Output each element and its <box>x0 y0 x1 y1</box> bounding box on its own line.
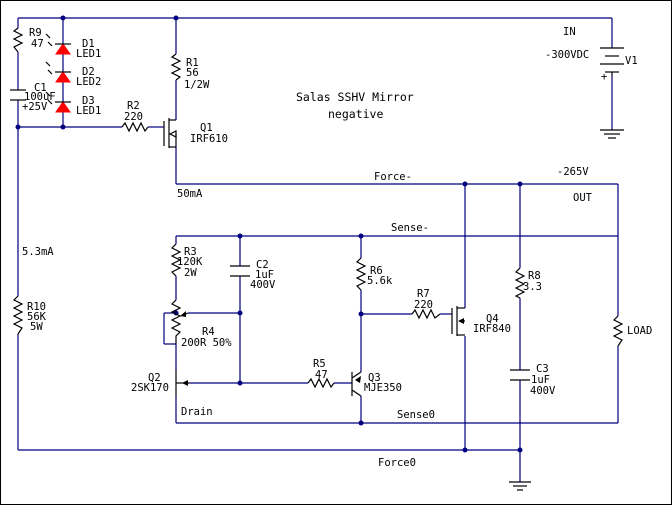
out-label: OUT <box>573 192 593 204</box>
d3-value: LED1 <box>76 105 101 117</box>
r6-ref: R6 <box>370 265 383 277</box>
r4-value: 200R 50% <box>181 337 232 349</box>
c2-value: 1uF <box>255 269 274 281</box>
jfet-q2: Q2 2SK170 <box>131 370 190 396</box>
c1-rating: +25V <box>22 101 48 113</box>
c1-ref: C1 <box>34 82 47 94</box>
r3-ref: R3 <box>184 246 197 258</box>
current-50ma-label: 50mA <box>177 188 203 200</box>
load-resistor: LOAD <box>612 315 652 347</box>
capacitor-c2: C2 1uF 400V <box>230 259 276 291</box>
sense-zero-label: Sense0 <box>397 409 435 421</box>
force-neg-label: Force- <box>374 171 412 183</box>
d1-ref: D1 <box>82 38 95 50</box>
resistor-r6: R6 5.6k <box>355 257 393 291</box>
c2-ref: C2 <box>256 259 269 271</box>
led-d1: D1 LED1 <box>45 33 101 60</box>
title-line2: negative <box>328 107 383 121</box>
q4-value: IRF840 <box>473 323 511 335</box>
q1-value: IRF610 <box>190 133 228 145</box>
ground-symbol-c3 <box>509 481 531 491</box>
r5-value: 47 <box>315 369 328 381</box>
q2-ref: Q2 <box>148 372 161 384</box>
r10-ref: R10 <box>27 301 46 313</box>
resistor-r7: R7 220 <box>411 288 441 320</box>
ground-symbol-v1 <box>600 129 624 139</box>
resistor-r8: R8 3.3 <box>514 267 542 299</box>
r3-value: 120K <box>177 256 203 268</box>
resistor-r3: R3 120K 2W <box>170 243 203 279</box>
q4-ref: Q4 <box>486 313 499 325</box>
r9-ref: R9 <box>29 27 42 39</box>
resistor-r1: R1 56 1/2W <box>170 53 210 91</box>
q3-value: MJE350 <box>364 382 402 394</box>
r8-ref: R8 <box>528 270 541 282</box>
r9-value: 47 <box>31 38 44 50</box>
r3-rating: 2W <box>184 267 197 279</box>
resistor-r5: R5 47 <box>307 358 335 389</box>
resistor-r2: R2 220 <box>121 100 149 133</box>
current-5ma-label: 5.3mA <box>22 246 54 258</box>
voltage-source-v1: + V1 <box>600 47 638 83</box>
in-label: IN <box>563 26 576 38</box>
d1-value: LED1 <box>76 48 101 60</box>
d2-ref: D2 <box>82 66 95 78</box>
r7-ref: R7 <box>417 288 430 300</box>
potentiometer-r4: R4 200R 50% <box>170 299 232 349</box>
v1-ref: V1 <box>625 55 638 67</box>
c3-value: 1uF <box>531 374 550 386</box>
r7-value: 220 <box>414 299 433 311</box>
out-voltage-label: -265V <box>557 166 589 178</box>
drain-label: Drain <box>181 406 213 418</box>
r8-value: 3.3 <box>523 281 542 293</box>
d3-ref: D3 <box>82 95 95 107</box>
r1-ref: R1 <box>186 57 199 69</box>
mosfet-q4: Q4 IRF840 <box>451 306 511 336</box>
q3-ref: Q3 <box>368 372 381 384</box>
sense-neg-label: Sense- <box>391 222 429 234</box>
led-d3: D3 LED1 <box>45 91 101 117</box>
r2-value: 220 <box>124 111 143 123</box>
mosfet-q1: Q1 IRF610 <box>163 118 228 148</box>
r5-ref: R5 <box>313 358 326 370</box>
resistor-r9: R9 47 <box>12 27 44 53</box>
r2-ref: R2 <box>127 100 140 112</box>
c3-ref: C3 <box>536 363 549 375</box>
d2-value: LED2 <box>76 76 101 88</box>
v1-plus: + <box>601 71 607 83</box>
bjt-q3: Q3 MJE350 <box>351 371 402 397</box>
in-voltage-label: -300VDC <box>545 49 589 61</box>
force-zero-label: Force0 <box>378 457 416 469</box>
c3-rating: 400V <box>530 385 556 397</box>
q1-ref: Q1 <box>200 122 213 134</box>
r10-value: 56K <box>27 311 47 323</box>
led-d2: D2 LED2 <box>45 61 101 88</box>
resistor-r10: R10 56K 5W <box>12 295 47 335</box>
q2-value: 2SK170 <box>131 382 169 394</box>
capacitor-c3: C3 1uF 400V <box>510 363 556 397</box>
r1-value: 56 <box>186 67 199 79</box>
title-line1: Salas SSHV Mirror <box>296 90 414 104</box>
r10-rating: 5W <box>30 321 43 333</box>
c2-rating: 400V <box>250 279 276 291</box>
r4-ref: R4 <box>202 326 215 338</box>
r1-rating: 1/2W <box>184 79 210 91</box>
load-ref: LOAD <box>627 325 652 337</box>
r6-value: 5.6k <box>367 275 393 287</box>
